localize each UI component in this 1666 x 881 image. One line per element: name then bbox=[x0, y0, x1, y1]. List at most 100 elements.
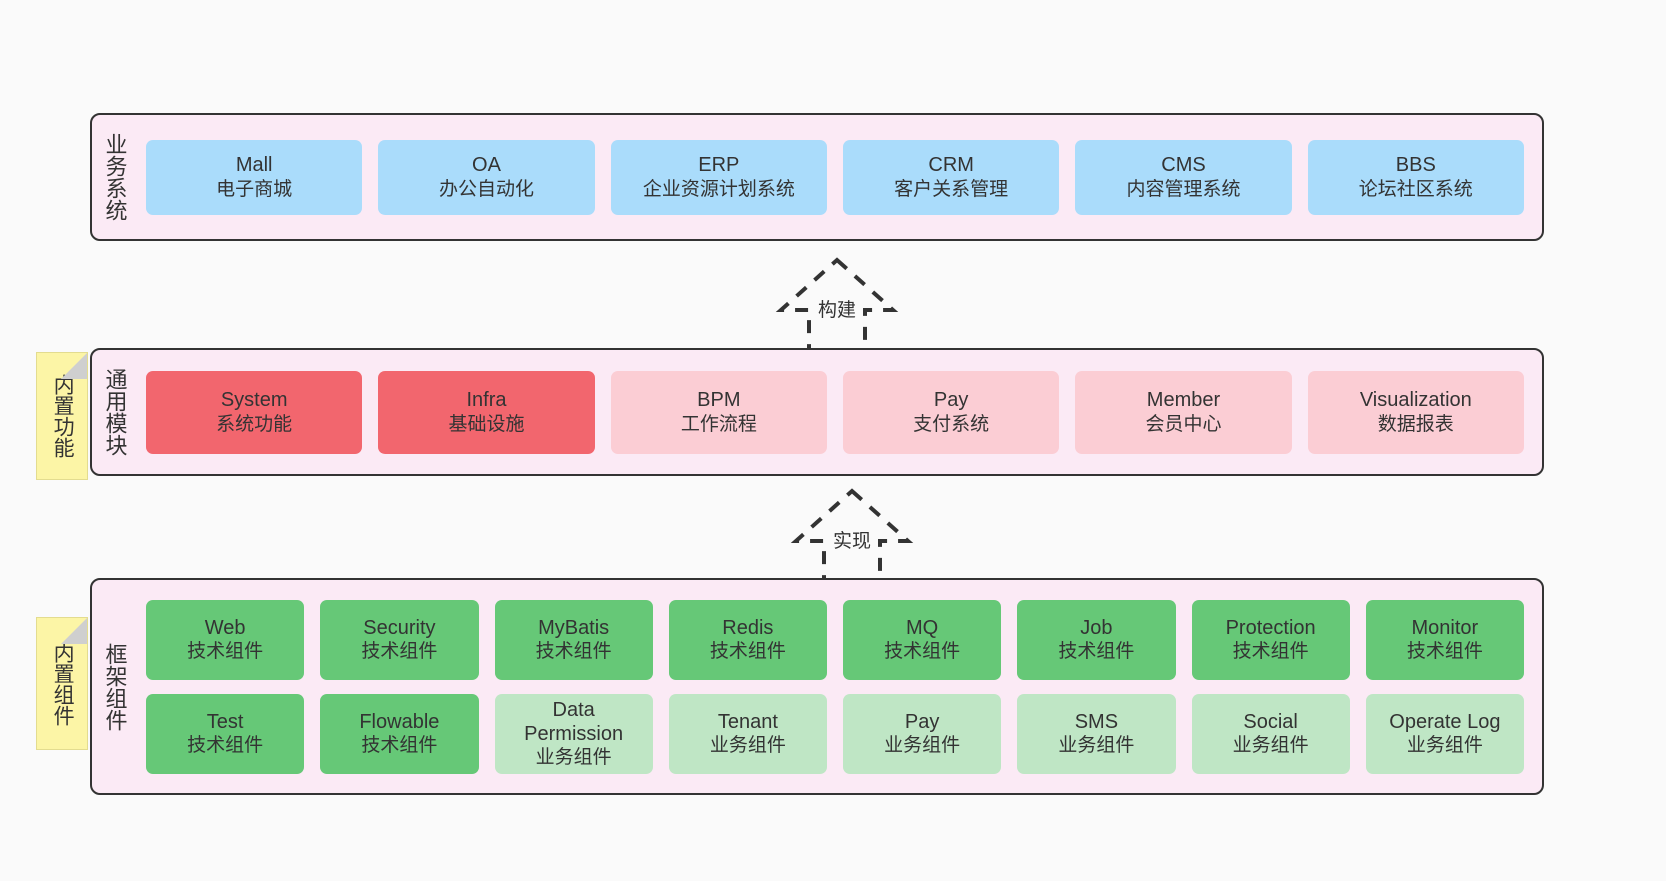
card-monitor[interactable]: Monitor 技术组件 bbox=[1365, 599, 1524, 680]
card-visualization[interactable]: Visualization 数据报表 bbox=[1307, 370, 1524, 454]
card-visualization-desc: 数据报表 bbox=[1377, 413, 1454, 435]
card-pay-module[interactable]: Pay 支付系统 bbox=[842, 370, 1060, 454]
card-data-permission[interactable]: Data Permission 业务组件 bbox=[494, 693, 653, 774]
card-cms-name: CMS bbox=[1161, 154, 1206, 177]
card-web[interactable]: Web 技术组件 bbox=[146, 599, 305, 680]
card-data-permission-name: Data Permission bbox=[524, 698, 624, 745]
card-tenant-name: Tenant bbox=[717, 710, 778, 733]
card-erp-desc: 企业资源计划系统 bbox=[642, 178, 795, 200]
card-job-name: Job bbox=[1080, 616, 1113, 639]
card-crm-name: CRM bbox=[928, 154, 974, 177]
layer-title-common-module: 通用模块 bbox=[102, 368, 128, 456]
card-mall[interactable]: Mall 电子商城 bbox=[146, 139, 363, 215]
arrow-build-label: 构建 bbox=[817, 300, 857, 321]
card-monitor-desc: 技术组件 bbox=[1406, 641, 1483, 663]
card-social-name: Social bbox=[1243, 710, 1298, 733]
card-mall-desc: 电子商城 bbox=[216, 178, 293, 200]
card-pay-component-desc: 业务组件 bbox=[884, 735, 961, 757]
card-mq[interactable]: MQ 技术组件 bbox=[843, 599, 1002, 680]
framework-biz-row: Test 技术组件 Flowable 技术组件 Data Permission … bbox=[146, 693, 1524, 774]
card-test-name: Test bbox=[206, 710, 244, 733]
layer-body-common-module: System 系统功能 Infra 基础设施 BPM 工作流程 Pay 支付系统… bbox=[138, 350, 1542, 474]
card-flowable-name: Flowable bbox=[359, 710, 440, 733]
card-security-name: Security bbox=[363, 616, 436, 639]
arrow-build: 构建 bbox=[753, 256, 921, 352]
card-test-desc: 技术组件 bbox=[187, 735, 264, 757]
card-bbs-name: BBS bbox=[1395, 154, 1436, 177]
card-bpm[interactable]: BPM 工作流程 bbox=[610, 370, 827, 454]
card-system-desc: 系统功能 bbox=[216, 413, 293, 435]
layer-business-system: 业务系统 Mall 电子商城 OA 办公自动化 ERP 企业资源计划系统 CRM… bbox=[90, 113, 1544, 241]
card-cms[interactable]: CMS 内容管理系统 bbox=[1075, 139, 1292, 215]
layer-framework-component: 框架组件 Web 技术组件 Security 技术组件 MyBatis 技术组件… bbox=[90, 578, 1544, 795]
card-system[interactable]: System 系统功能 bbox=[146, 370, 363, 454]
sticky-note-builtin-components: 内置组件 bbox=[36, 617, 88, 750]
card-pay-module-desc: 支付系统 bbox=[913, 413, 990, 435]
card-security-desc: 技术组件 bbox=[361, 641, 438, 663]
card-erp-name: ERP bbox=[698, 154, 740, 177]
card-operate-log-name: Operate Log bbox=[1389, 710, 1501, 733]
card-protection-desc: 技术组件 bbox=[1232, 641, 1309, 663]
arrow-implement: 实现 bbox=[768, 487, 936, 583]
business-card-row: Mall 电子商城 OA 办公自动化 ERP 企业资源计划系统 CRM 客户关系… bbox=[146, 139, 1524, 215]
card-web-desc: 技术组件 bbox=[187, 641, 264, 663]
card-operate-log[interactable]: Operate Log 业务组件 bbox=[1365, 693, 1524, 774]
layer-common-module: 通用模块 System 系统功能 Infra 基础设施 BPM 工作流程 Pay… bbox=[90, 348, 1544, 476]
card-flowable-desc: 技术组件 bbox=[361, 735, 438, 757]
card-security[interactable]: Security 技术组件 bbox=[320, 599, 479, 680]
card-oa[interactable]: OA 办公自动化 bbox=[378, 139, 595, 215]
card-erp[interactable]: ERP 企业资源计划系统 bbox=[610, 139, 827, 215]
card-protection[interactable]: Protection 技术组件 bbox=[1191, 599, 1350, 680]
card-mq-name: MQ bbox=[906, 616, 939, 639]
card-redis-name: Redis bbox=[722, 616, 774, 639]
card-member[interactable]: Member 会员中心 bbox=[1075, 370, 1292, 454]
card-social[interactable]: Social 业务组件 bbox=[1191, 693, 1350, 774]
card-infra-name: Infra bbox=[466, 389, 507, 412]
card-mybatis-name: MyBatis bbox=[538, 616, 610, 639]
card-tenant[interactable]: Tenant 业务组件 bbox=[668, 693, 827, 774]
card-system-name: System bbox=[220, 389, 288, 412]
card-protection-name: Protection bbox=[1225, 616, 1316, 639]
card-crm[interactable]: CRM 客户关系管理 bbox=[842, 139, 1060, 215]
card-monitor-name: Monitor bbox=[1411, 616, 1479, 639]
layer-title-framework-component: 框架组件 bbox=[102, 642, 128, 731]
common-card-row: System 系统功能 Infra 基础设施 BPM 工作流程 Pay 支付系统… bbox=[146, 370, 1524, 454]
layer-body-business-system: Mall 电子商城 OA 办公自动化 ERP 企业资源计划系统 CRM 客户关系… bbox=[138, 115, 1542, 239]
card-infra[interactable]: Infra 基础设施 bbox=[378, 370, 595, 454]
card-data-permission-desc: 业务组件 bbox=[535, 747, 612, 769]
card-oa-desc: 办公自动化 bbox=[438, 178, 534, 200]
card-mybatis[interactable]: MyBatis 技术组件 bbox=[494, 599, 653, 680]
sticky-note-builtin-features: 内置功能 bbox=[36, 352, 88, 480]
card-infra-desc: 基础设施 bbox=[448, 413, 525, 435]
card-bbs-desc: 论坛社区系统 bbox=[1358, 178, 1473, 200]
card-mq-desc: 技术组件 bbox=[884, 641, 961, 663]
card-operate-log-desc: 业务组件 bbox=[1406, 735, 1483, 757]
card-pay-module-name: Pay bbox=[933, 389, 969, 412]
layer-title-business-system: 业务系统 bbox=[102, 133, 128, 221]
layer-body-framework-component: Web 技术组件 Security 技术组件 MyBatis 技术组件 Redi… bbox=[138, 580, 1542, 793]
card-cms-desc: 内容管理系统 bbox=[1126, 178, 1241, 200]
card-pay-component-name: Pay bbox=[904, 710, 940, 733]
card-member-desc: 会员中心 bbox=[1145, 413, 1222, 435]
card-crm-desc: 客户关系管理 bbox=[894, 178, 1009, 200]
card-bpm-name: BPM bbox=[697, 389, 741, 412]
card-visualization-name: Visualization bbox=[1359, 389, 1472, 412]
card-redis[interactable]: Redis 技术组件 bbox=[668, 599, 827, 680]
card-flowable[interactable]: Flowable 技术组件 bbox=[320, 693, 479, 774]
card-bbs[interactable]: BBS 论坛社区系统 bbox=[1307, 139, 1524, 215]
card-mall-name: Mall bbox=[235, 154, 273, 177]
card-job[interactable]: Job 技术组件 bbox=[1017, 599, 1176, 680]
card-member-name: Member bbox=[1146, 389, 1221, 412]
card-oa-name: OA bbox=[472, 154, 501, 177]
card-sms-name: SMS bbox=[1074, 710, 1119, 733]
card-sms-desc: 业务组件 bbox=[1058, 735, 1135, 757]
card-social-desc: 业务组件 bbox=[1232, 735, 1309, 757]
card-sms[interactable]: SMS 业务组件 bbox=[1017, 693, 1176, 774]
card-test[interactable]: Test 技术组件 bbox=[146, 693, 305, 774]
card-job-desc: 技术组件 bbox=[1058, 641, 1135, 663]
card-pay-component[interactable]: Pay 业务组件 bbox=[843, 693, 1002, 774]
card-redis-desc: 技术组件 bbox=[709, 641, 786, 663]
card-tenant-desc: 业务组件 bbox=[709, 735, 786, 757]
card-bpm-desc: 工作流程 bbox=[680, 413, 757, 435]
